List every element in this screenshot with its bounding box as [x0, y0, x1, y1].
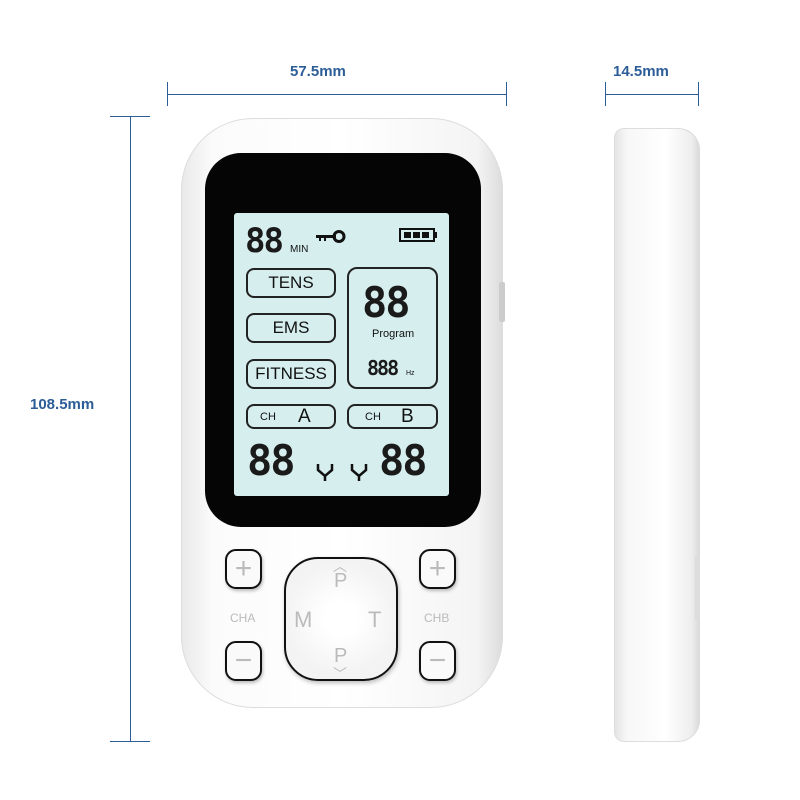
mode-tens: TENS [246, 268, 336, 298]
depth-label: 14.5mm [613, 63, 669, 80]
program-digits: 88 [362, 278, 411, 327]
cha-minus-button[interactable]: − [225, 641, 262, 681]
frequency-digits: 888 [367, 356, 399, 380]
chb-plus-button[interactable]: + [419, 549, 456, 589]
program-down-button[interactable]: P [334, 645, 348, 667]
dimension-tick [698, 82, 699, 106]
frequency-unit: Hz [406, 370, 415, 377]
timer-button[interactable]: T [368, 607, 382, 632]
level-b-digits: 88 [379, 436, 428, 485]
device-side [614, 128, 700, 742]
mode-button[interactable]: M [294, 607, 313, 632]
battery-icon [399, 228, 439, 247]
key-icon [316, 230, 346, 249]
program-label: Program [372, 328, 415, 340]
dimension-tick [110, 741, 150, 742]
channel-b-box [347, 404, 438, 429]
dimension-tick [110, 116, 150, 117]
program-box [347, 267, 438, 389]
navigation-pad[interactable] [284, 557, 398, 681]
electrode-icon [350, 462, 368, 487]
side-button [499, 282, 505, 322]
ch-label: CH [260, 411, 276, 423]
cha-plus-button[interactable]: + [225, 549, 262, 589]
cha-label: CHA [230, 611, 256, 625]
height-label: 108.5mm [30, 396, 95, 413]
width-label: 57.5mm [290, 63, 346, 80]
side-slot [695, 556, 700, 620]
channel-a-label: A [298, 406, 311, 427]
channel-a-box [246, 404, 336, 429]
lcd-display [234, 213, 449, 496]
timer-digits: 88 [245, 221, 284, 261]
mode-ems: EMS [246, 313, 336, 343]
level-a-digits: 88 [247, 436, 296, 485]
electrode-icon [316, 462, 334, 487]
chb-minus-button[interactable]: − [419, 641, 456, 681]
ch-label: CH [365, 411, 381, 423]
width-dimension-line [167, 94, 507, 95]
dimension-tick [506, 82, 507, 106]
program-up-button[interactable]: P [334, 570, 348, 592]
depth-dimension-line [605, 94, 699, 95]
chb-label: CHB [424, 611, 450, 625]
chevron-down-icon: ﹀ [333, 666, 347, 682]
dimension-tick [167, 82, 168, 106]
timer-unit: MIN [290, 244, 309, 255]
height-dimension-line [130, 116, 131, 741]
channel-b-label: B [401, 406, 414, 427]
mode-fitness: FITNESS [246, 359, 336, 389]
chevron-up-icon: ︿ [333, 558, 347, 574]
dimension-tick [605, 82, 606, 106]
